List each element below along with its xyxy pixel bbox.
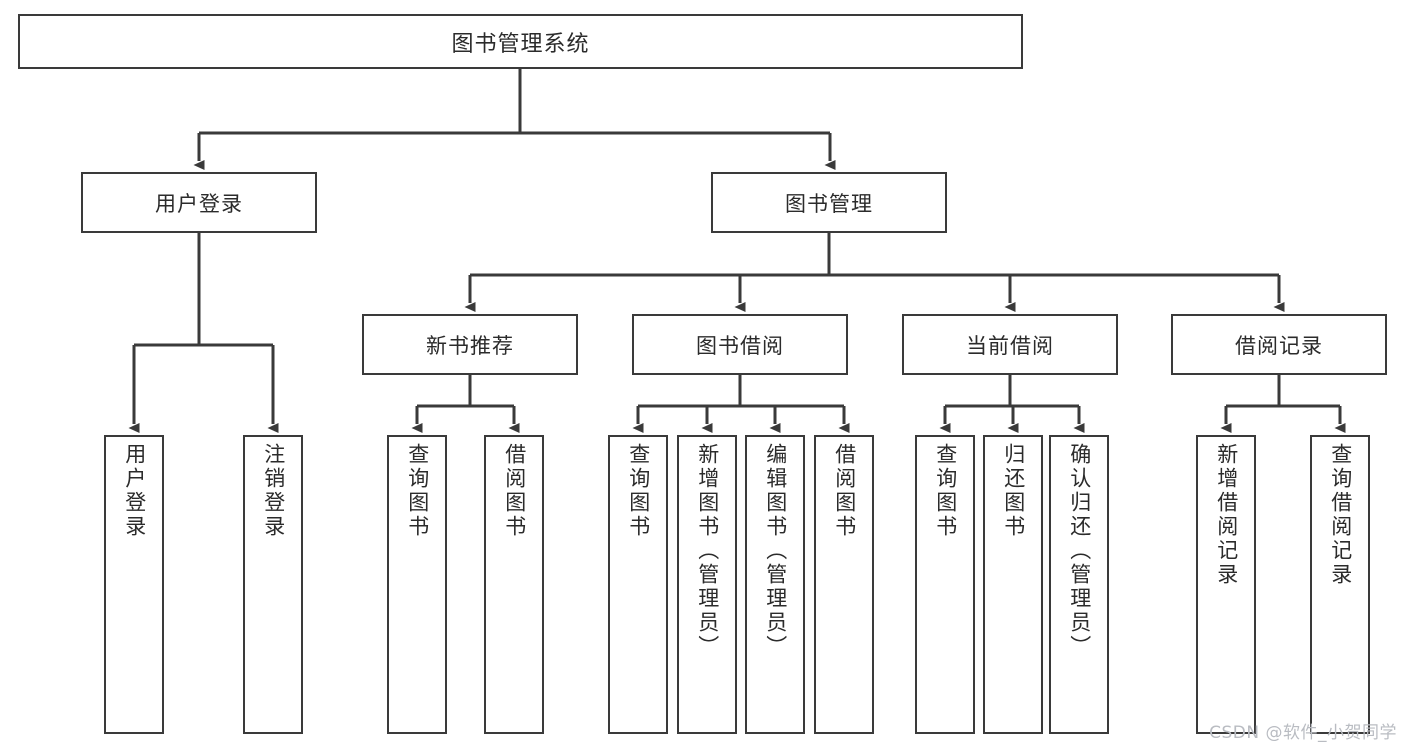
node-borrow-record[interactable]: 借阅记录: [1171, 314, 1387, 375]
leaf-add-book-admin[interactable]: 新增图书（管理员）: [677, 435, 737, 734]
leaf-edit-book-admin[interactable]: 编辑图书（管理员）: [745, 435, 805, 734]
leaf-add-book-admin-label: 新增图书（管理员）: [695, 443, 720, 659]
leaf-query-borrow-record-label: 查询借阅记录: [1328, 443, 1353, 587]
node-book-management[interactable]: 图书管理: [711, 172, 947, 233]
leaf-logout-login-label: 注销登录: [261, 443, 286, 539]
leaf-query-borrow-record[interactable]: 查询借阅记录: [1310, 435, 1370, 734]
leaf-borrow-book-recommend-label: 借阅图书: [502, 443, 527, 539]
leaf-return-book[interactable]: 归还图书: [983, 435, 1043, 734]
node-root-label: 图书管理系统: [451, 31, 590, 57]
leaf-query-book-borrow-label: 查询图书: [626, 443, 651, 539]
node-new-book-recommend-label: 新书推荐: [426, 333, 514, 358]
node-borrow-record-label: 借阅记录: [1235, 333, 1323, 358]
node-root[interactable]: 图书管理系统: [18, 14, 1023, 69]
leaf-add-borrow-record-label: 新增借阅记录: [1214, 443, 1239, 587]
node-book-borrow[interactable]: 图书借阅: [632, 314, 848, 375]
leaf-edit-book-admin-label: 编辑图书（管理员）: [763, 443, 788, 659]
node-user-login-label: 用户登录: [155, 191, 243, 216]
leaf-query-book-recommend[interactable]: 查询图书: [387, 435, 447, 734]
node-current-borrow-label: 当前借阅: [966, 333, 1054, 358]
leaf-borrow-book-label: 借阅图书: [832, 443, 857, 539]
node-current-borrow[interactable]: 当前借阅: [902, 314, 1118, 375]
leaf-user-login-label: 用户登录: [122, 443, 147, 539]
leaf-return-book-label: 归还图书: [1001, 443, 1026, 539]
leaf-logout-login[interactable]: 注销登录: [243, 435, 303, 734]
leaf-query-book-current[interactable]: 查询图书: [915, 435, 975, 734]
leaf-borrow-book[interactable]: 借阅图书: [814, 435, 874, 734]
node-book-management-label: 图书管理: [785, 191, 873, 216]
node-new-book-recommend[interactable]: 新书推荐: [362, 314, 578, 375]
leaf-query-book-current-label: 查询图书: [933, 443, 958, 539]
leaf-confirm-return-admin[interactable]: 确认归还（管理员）: [1049, 435, 1109, 734]
csdn-watermark: CSDN @软件_小贺同学: [1209, 723, 1397, 743]
leaf-query-book-recommend-label: 查询图书: [405, 443, 430, 539]
leaf-add-borrow-record[interactable]: 新增借阅记录: [1196, 435, 1256, 734]
leaf-borrow-book-recommend[interactable]: 借阅图书: [484, 435, 544, 734]
leaf-query-book-borrow[interactable]: 查询图书: [608, 435, 668, 734]
node-user-login[interactable]: 用户登录: [81, 172, 317, 233]
node-book-borrow-label: 图书借阅: [696, 333, 784, 358]
leaf-confirm-return-admin-label: 确认归还（管理员）: [1067, 443, 1092, 659]
leaf-user-login[interactable]: 用户登录: [104, 435, 164, 734]
